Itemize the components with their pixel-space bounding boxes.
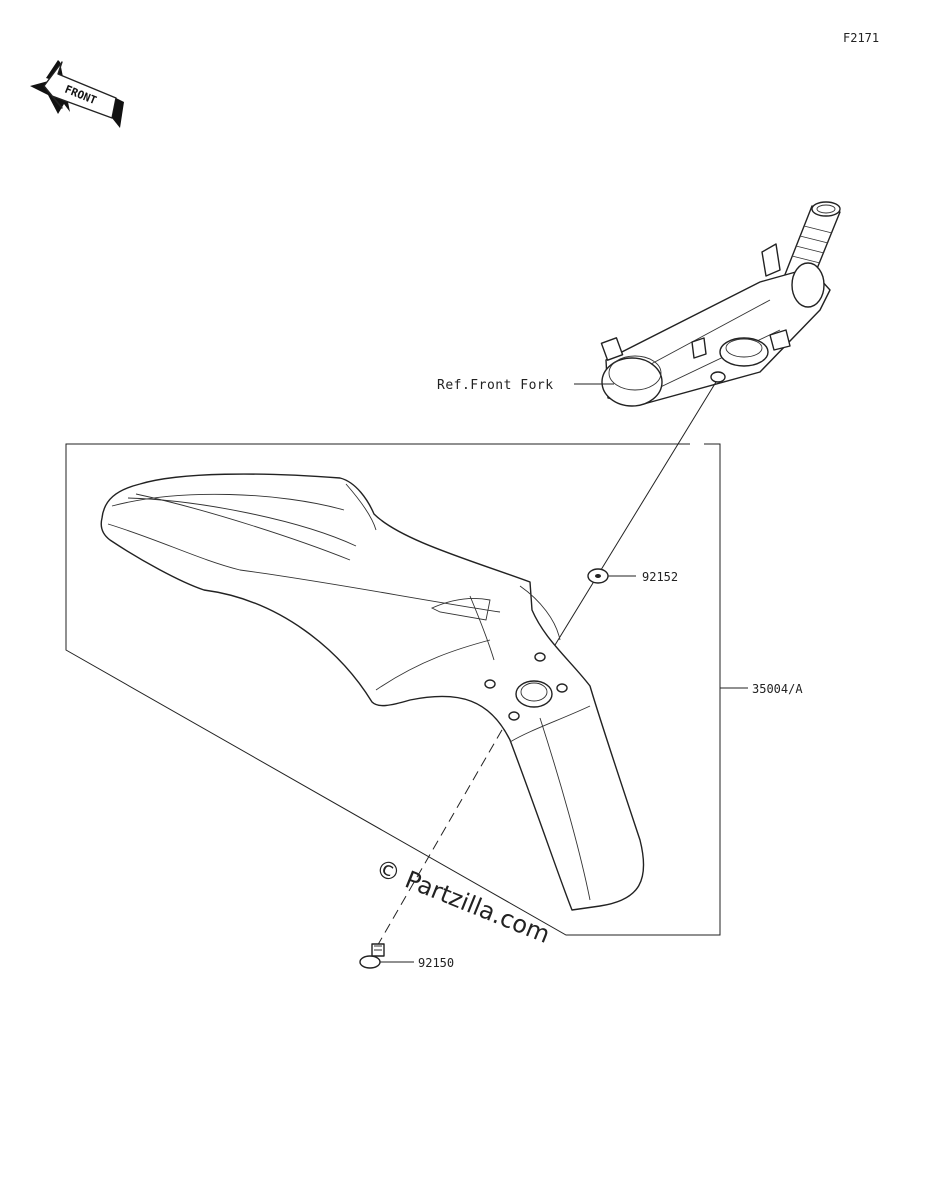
fender-assy-part-number: 35004/A	[752, 682, 803, 696]
front-fender	[100, 473, 645, 911]
washer-part	[587, 568, 609, 584]
figure-code: F2171	[843, 31, 879, 45]
bolt-part-number: 92150	[418, 956, 454, 970]
assembly-bracket	[65, 443, 721, 936]
front-arrow-icon: FRONT	[30, 60, 124, 128]
bolt-part	[359, 943, 385, 969]
partzilla-watermark: © Partzilla.com	[372, 854, 554, 949]
ref-front-fork-label: Ref.Front Fork	[437, 378, 554, 393]
mounting-axis-lower	[371, 715, 511, 956]
washer-part-number: 92152	[642, 570, 678, 584]
front-fork-triple-clamp	[600, 201, 841, 407]
